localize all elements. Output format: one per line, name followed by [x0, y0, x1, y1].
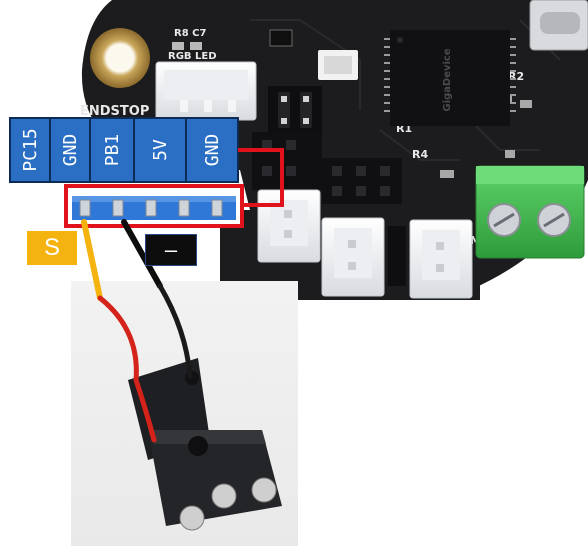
- smd-components: [172, 29, 532, 178]
- screw-terminal: [475, 165, 585, 259]
- pin-label-panel: PC15 GND PB1 5V GND: [9, 117, 239, 183]
- usb-c-connector: [529, 0, 588, 51]
- mounting-hole: [90, 28, 150, 88]
- signal-tag: S: [27, 231, 77, 265]
- silk-refs-top: R8 C7: [174, 28, 206, 39]
- endstop-connector-icon: [68, 188, 240, 228]
- fan-connectors: [257, 189, 473, 299]
- silk-endstop: ENDSTOP: [80, 104, 149, 119]
- limit-switch-photo: [71, 281, 298, 546]
- pin-label-pc15: PC15: [20, 128, 41, 171]
- pin-label-5v: 5V: [150, 139, 171, 161]
- silk-rgb-led: RGB LED: [168, 51, 217, 62]
- chip-marking: GigaDevice: [442, 48, 453, 111]
- highlight-frame: [64, 148, 284, 228]
- rgb-led-connector: [155, 61, 257, 121]
- ground-tag: –: [145, 234, 197, 266]
- pin-label-gnd-2: GND: [202, 134, 223, 167]
- limit-switch-icon: [128, 358, 282, 531]
- pin-label-gnd-1: GND: [60, 134, 81, 167]
- pin-label-pb1: PB1: [102, 134, 123, 167]
- mcu-chip: GigaDevice: [384, 30, 516, 126]
- sensor-wires: [81, 219, 193, 443]
- silk-r4: R4: [412, 148, 428, 161]
- jumper-header: [268, 86, 322, 134]
- black-pin-headers: [252, 132, 402, 204]
